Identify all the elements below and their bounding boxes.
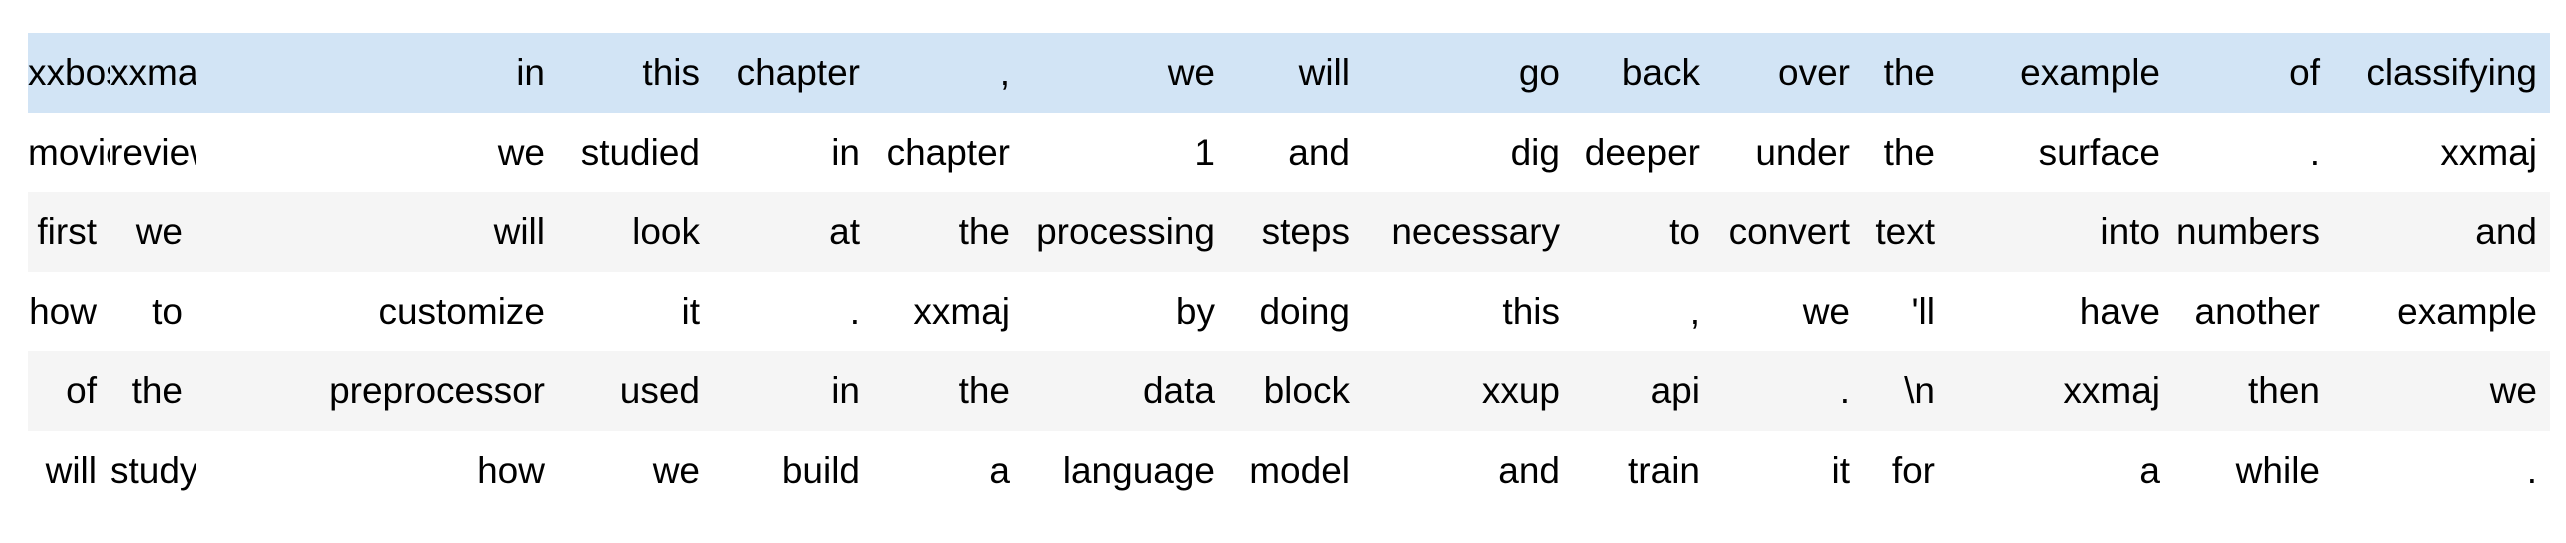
token-cell: and <box>1498 449 1560 491</box>
token-cell: xxbos <box>28 52 110 94</box>
token-cell: another <box>2194 290 2321 332</box>
token-cell: in <box>831 131 860 173</box>
token-cell: how <box>29 290 97 332</box>
token-cell: we <box>1802 290 1850 332</box>
token-table-body: xxbosxxmajinthischapter,wewillgobackover… <box>28 33 2550 510</box>
token-cell: . <box>2526 449 2537 491</box>
token-cell: this <box>642 52 700 94</box>
token-cell: used <box>619 370 700 412</box>
token-cell: first <box>37 211 97 253</box>
token-cell: then <box>2247 370 2320 412</box>
token-cell: while <box>2235 449 2320 491</box>
token-cell: it <box>681 290 701 332</box>
token-cell: back <box>1621 52 1700 94</box>
token-cell: customize <box>378 290 545 332</box>
token-cell: reviews <box>110 131 196 173</box>
token-cell: it <box>1831 449 1851 491</box>
token-cell: , <box>1689 290 1700 332</box>
token-cell: we <box>2489 370 2537 412</box>
token-cell: will <box>45 449 97 491</box>
token-row: will study how we build a language model and trai… <box>28 430 2550 510</box>
token-cell: go <box>1518 52 1560 94</box>
token-cell: xxmaj <box>2063 370 2160 412</box>
token-cell: at <box>829 211 860 253</box>
token-cell: language <box>1062 449 1215 491</box>
token-cell: by <box>1175 290 1215 332</box>
token-cell: xxup <box>1481 370 1560 412</box>
token-cell: movie <box>28 131 110 173</box>
token-cell: xxmaj <box>110 52 196 94</box>
token-cell: for <box>1891 449 1935 491</box>
token-cell: processing <box>1036 211 1215 253</box>
token-cell: chapter <box>886 131 1010 173</box>
token-cell: will <box>493 211 545 253</box>
token-cell: steps <box>1261 211 1350 253</box>
token-cell: the <box>131 370 183 412</box>
token-cell: api <box>1650 370 1700 412</box>
token-cell: 1 <box>1194 131 1215 173</box>
token-cell: text <box>1875 211 1935 253</box>
token-cell: studied <box>580 131 700 173</box>
token-cell: this <box>1502 290 1560 332</box>
token-cell: convert <box>1728 211 1850 253</box>
token-cell: to <box>152 290 183 332</box>
token-cell: into <box>2100 211 2160 253</box>
token-cell: the <box>958 370 1010 412</box>
tokenized-text-table: xxbosxxmajinthischapter,wewillgobackover… <box>28 33 2550 510</box>
token-cell: train <box>1628 449 1700 491</box>
token-cell: 'll <box>1911 290 1935 332</box>
token-cell: a <box>2139 449 2160 491</box>
token-cell: have <box>2079 290 2160 332</box>
token-row: moviereviews we studied in chapter 1 and digdee… <box>28 112 2550 192</box>
token-cell: . <box>1839 370 1850 412</box>
token-cell: look <box>632 211 700 253</box>
token-cell: in <box>831 370 860 412</box>
token-cell: . <box>849 290 860 332</box>
token-cell: will <box>1298 52 1350 94</box>
token-cell: necessary <box>1391 211 1560 253</box>
token-cell: . <box>2309 131 2320 173</box>
token-cell: surface <box>2038 131 2160 173</box>
token-cell: of <box>66 370 97 412</box>
token-cell: xxmaj <box>913 290 1010 332</box>
token-cell: to <box>1669 211 1700 253</box>
token-cell: example <box>2397 290 2537 332</box>
token-cell: and <box>2475 211 2537 253</box>
token-cell: study <box>110 449 196 491</box>
token-cell: build <box>781 449 860 491</box>
token-cell: in <box>516 52 545 94</box>
token-cell: how <box>477 449 545 491</box>
token-cell: preprocessor <box>329 370 545 412</box>
token-cell: dig <box>1510 131 1560 173</box>
token-cell: we <box>497 131 545 173</box>
token-cell: classifying <box>2366 52 2537 94</box>
token-cell: over <box>1778 52 1850 94</box>
token-cell: example <box>2020 52 2160 94</box>
token-cell: we <box>1167 52 1215 94</box>
token-row: how to customize it. xxmaj by doing this, we 'll h… <box>28 271 2550 351</box>
token-cell: data <box>1142 370 1215 412</box>
token-cell: \n <box>1904 370 1935 412</box>
token-cell: and <box>1288 131 1350 173</box>
token-cell: model <box>1249 449 1350 491</box>
token-cell: doing <box>1259 290 1350 332</box>
token-cell: of <box>2289 52 2320 94</box>
token-cell: the <box>958 211 1010 253</box>
token-cell: we <box>652 449 700 491</box>
token-cell: numbers <box>2176 211 2320 253</box>
token-cell: chapter <box>736 52 860 94</box>
token-cell: deeper <box>1584 131 1700 173</box>
token-cell: under <box>1755 131 1850 173</box>
token-cell: a <box>989 449 1010 491</box>
token-cell: the <box>1883 52 1935 94</box>
token-cell: block <box>1263 370 1350 412</box>
token-cell: we <box>135 211 183 253</box>
token-cell: , <box>999 52 1010 94</box>
token-cell: the <box>1883 131 1935 173</box>
token-row-highlighted: xxbosxxmaj in this chapter, we will go back over… <box>28 33 2550 113</box>
token-cell: xxmaj <box>2440 131 2537 173</box>
